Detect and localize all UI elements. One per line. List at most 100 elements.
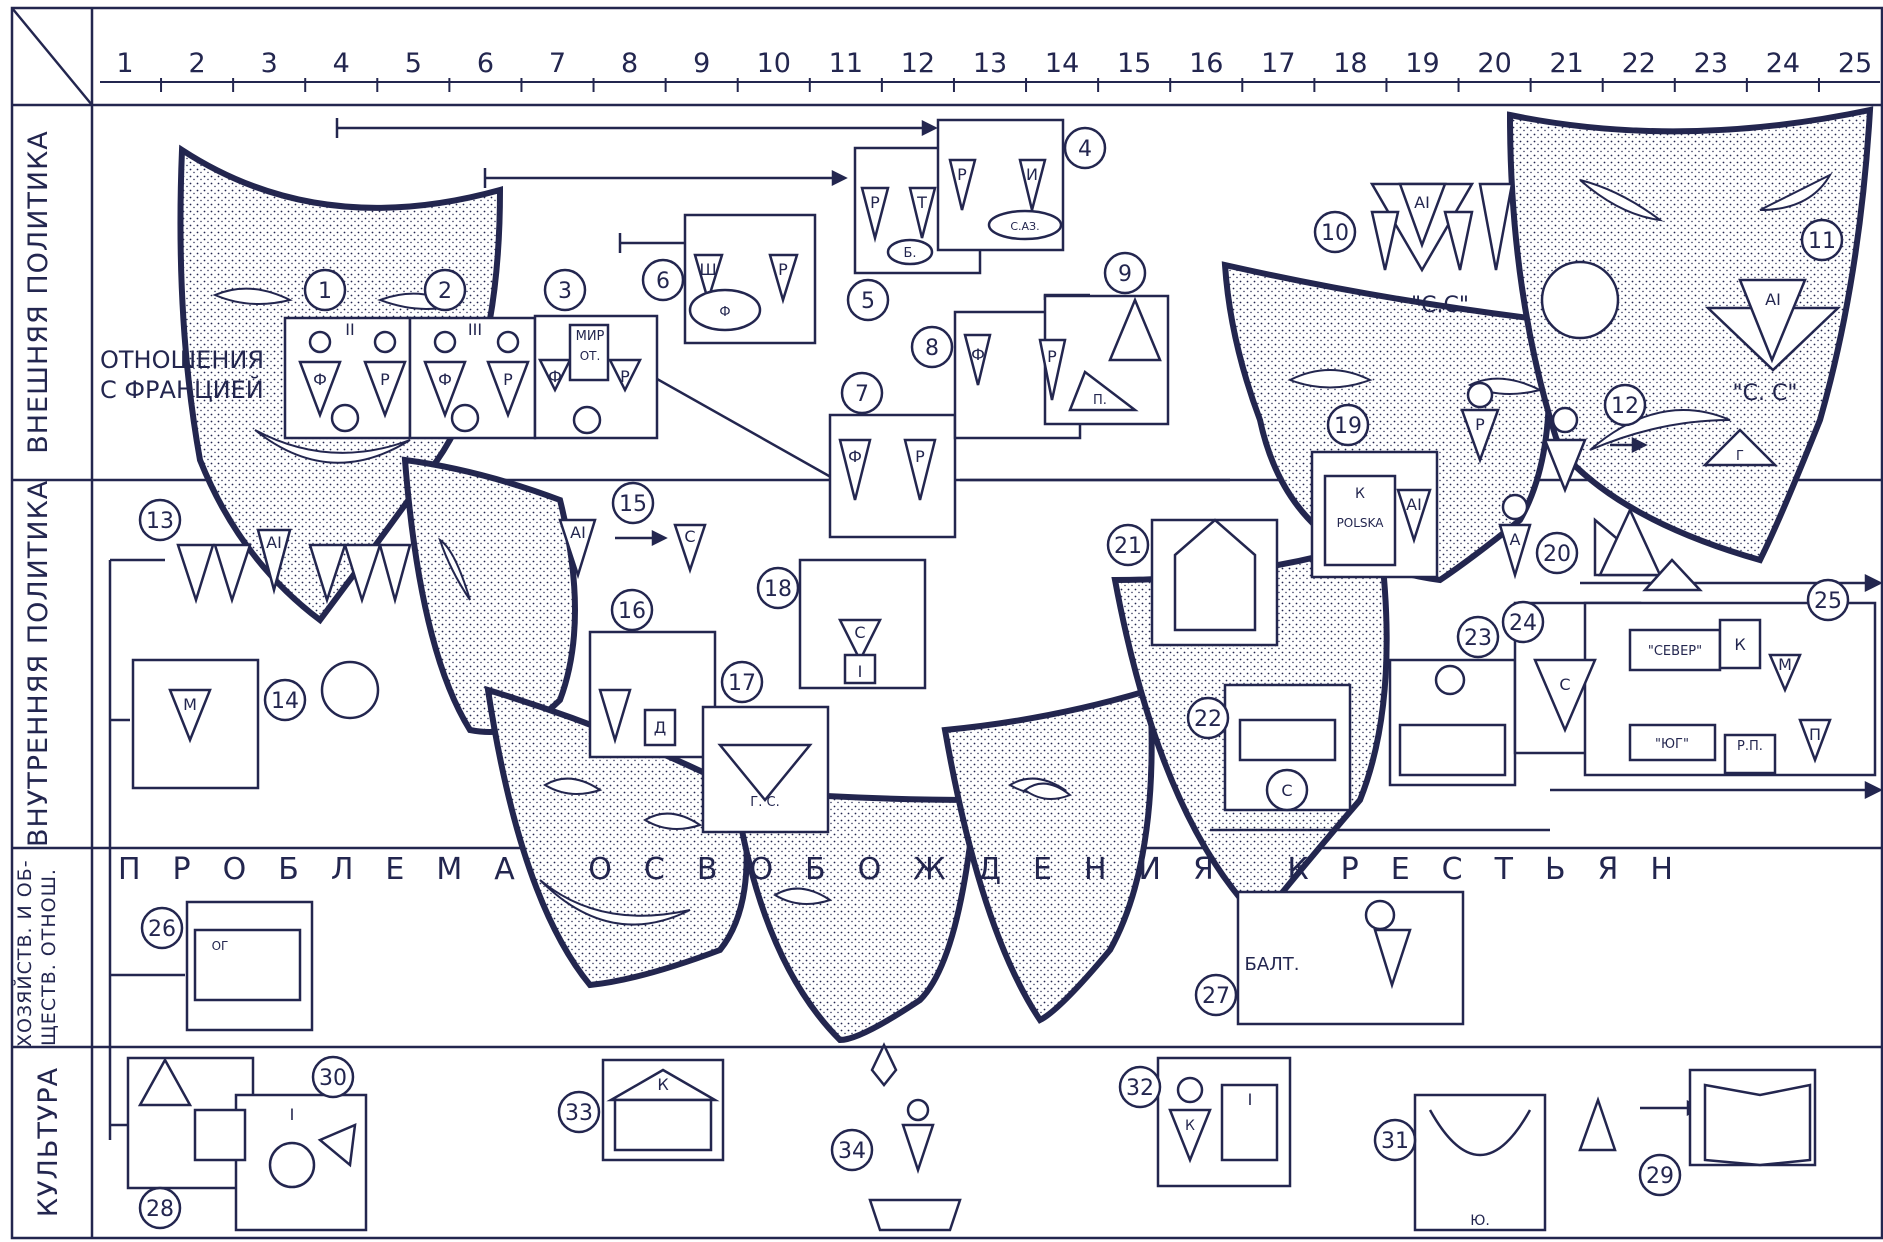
marker-number: 23 (1464, 626, 1492, 651)
marker-number: 27 (1202, 984, 1230, 1009)
marker-number: 25 (1814, 589, 1842, 614)
glyph-s: С (854, 623, 865, 642)
glyph-k: К (1734, 635, 1746, 654)
marker-number: 11 (1808, 229, 1836, 254)
glyph-ss2: "С. С" (1733, 381, 1798, 406)
glyph-og: ОГ (212, 939, 229, 953)
glyph-k: К (1355, 486, 1365, 502)
glyph-m: М (183, 695, 197, 714)
row-label-economy-line1: ХОЗЯЙСТВ. И ОБ- (14, 859, 36, 1047)
timeline-tick-label: 3 (261, 48, 278, 79)
timeline-tick-label: 19 (1405, 48, 1439, 79)
glyph-i: И (1026, 165, 1038, 184)
glyph-one: I (290, 1105, 295, 1124)
glyph-p: П. (1093, 393, 1107, 408)
marker-number: 14 (271, 689, 299, 714)
glyph-mir: МИР (576, 329, 605, 344)
glyph-one: I (1248, 1090, 1253, 1109)
marker-number: 33 (565, 1101, 593, 1126)
marker-number: 21 (1114, 534, 1142, 559)
timeline-tick-label: 15 (1117, 48, 1151, 79)
timeline-tick-label: 11 (829, 48, 863, 79)
marker-number: 12 (1611, 394, 1639, 419)
glyph-ai: AI (1406, 495, 1422, 514)
marker-number: 8 (925, 336, 939, 361)
glyph-roman-2: II (345, 320, 354, 339)
glyph-sever: "СЕВЕР" (1648, 644, 1702, 659)
glyph-s: С (1559, 675, 1570, 694)
marker-number: 34 (838, 1139, 866, 1164)
glyph-gs: Г. С. (750, 795, 779, 810)
glyph-ai: AI (266, 533, 282, 552)
timeline-tick-label: 23 (1694, 48, 1728, 79)
glyph-f: Ф (313, 370, 327, 389)
glyph-m: М (1778, 655, 1792, 674)
glyph-s: С (1281, 781, 1292, 800)
marker-number: 16 (618, 599, 646, 624)
glyph-ot: ОТ. (580, 349, 601, 363)
glyph-f: Ф (971, 345, 985, 364)
glyph-r: Р (620, 367, 630, 386)
timeline-tick-label: 25 (1838, 48, 1872, 79)
glyph-sh: Ш (699, 260, 716, 279)
glyph-r: Р (380, 370, 390, 389)
timeline-tick-label: 10 (757, 48, 791, 79)
timeline-tick-label: 21 (1549, 48, 1583, 79)
glyph-one: I (858, 662, 863, 681)
marker-number: 22 (1194, 707, 1222, 732)
relations-line2: С ФРАНЦИЕЙ (100, 375, 264, 405)
marker-number: 29 (1646, 1164, 1674, 1189)
glyph-balt: БАЛТ. (1245, 954, 1300, 975)
timeline-tick-label: 24 (1766, 48, 1800, 79)
glyph-k: К (657, 1075, 669, 1094)
glyph-f: Ф (848, 447, 862, 466)
glyph-t: Т (916, 193, 927, 212)
timeline-tick-label: 14 (1045, 48, 1079, 79)
glyph-r: Р (778, 260, 788, 279)
row-label-economy-line2: ЩЕСТВ. ОТНОШ. (38, 868, 60, 1046)
marker-number: 6 (656, 269, 670, 294)
timeline-tick-label: 7 (549, 48, 566, 79)
glyph-r: Р (870, 193, 880, 212)
timeline-tick-label: 5 (405, 48, 422, 79)
marker-number: 4 (1078, 137, 1092, 162)
marker-number: 5 (861, 289, 875, 314)
timeline-tick-label: 12 (901, 48, 935, 79)
marker-number: 31 (1381, 1129, 1409, 1154)
marker-number: 3 (558, 279, 572, 304)
glyph-s: С (684, 527, 695, 546)
timeline-tick-label: 2 (188, 48, 205, 79)
timeline-tick-label: 6 (477, 48, 494, 79)
timeline-tick-label: 22 (1622, 48, 1656, 79)
marker-number: 24 (1509, 611, 1537, 636)
glyph-g: Г (1736, 449, 1744, 464)
glyph-polska: POLSKA (1337, 516, 1385, 530)
timeline-tick-label: 13 (973, 48, 1007, 79)
glyph-r: Р (915, 447, 925, 466)
glyph-r: Р (1047, 347, 1057, 366)
glyph-ai: AI (1765, 290, 1781, 309)
glyph-b: Б. (903, 246, 916, 261)
marker-number: 28 (146, 1197, 174, 1222)
marker-number: 18 (764, 577, 792, 602)
marker-number: 26 (148, 917, 176, 942)
glyph-ai: AI (570, 523, 586, 542)
timeline-tick-label: 9 (693, 48, 710, 79)
glyph-a: А (1510, 530, 1521, 549)
marker-number: 17 (728, 671, 756, 696)
marker-number: 9 (1118, 262, 1132, 287)
timeline-tick-label: 16 (1189, 48, 1223, 79)
glyph-f: Ф (719, 305, 730, 320)
row-label-culture: КУЛЬТУРА (33, 1062, 67, 1222)
row-label-foreign-policy: ВНЕШНЯЯ ПОЛИТИКА (23, 112, 57, 472)
peasant-emancipation-banner: ПРОБЛЕМА ОСВОБОЖДЕНИЯ КРЕСТЬЯН (118, 852, 1838, 887)
glyph-f: Ф (438, 370, 452, 389)
glyph-r: Р (957, 165, 967, 184)
marker-number: 19 (1334, 414, 1362, 439)
marker-number: 15 (619, 492, 647, 517)
row-label-economy: ХОЗЯЙСТВ. И ОБ- ЩЕСТВ. ОТНОШ. (13, 867, 67, 1047)
marker-number: 2 (438, 279, 452, 304)
row-label-domestic-policy: ВНУТРЕННЯЯ ПОЛИТИКА (23, 487, 57, 847)
glyph-d: Д (654, 718, 667, 737)
